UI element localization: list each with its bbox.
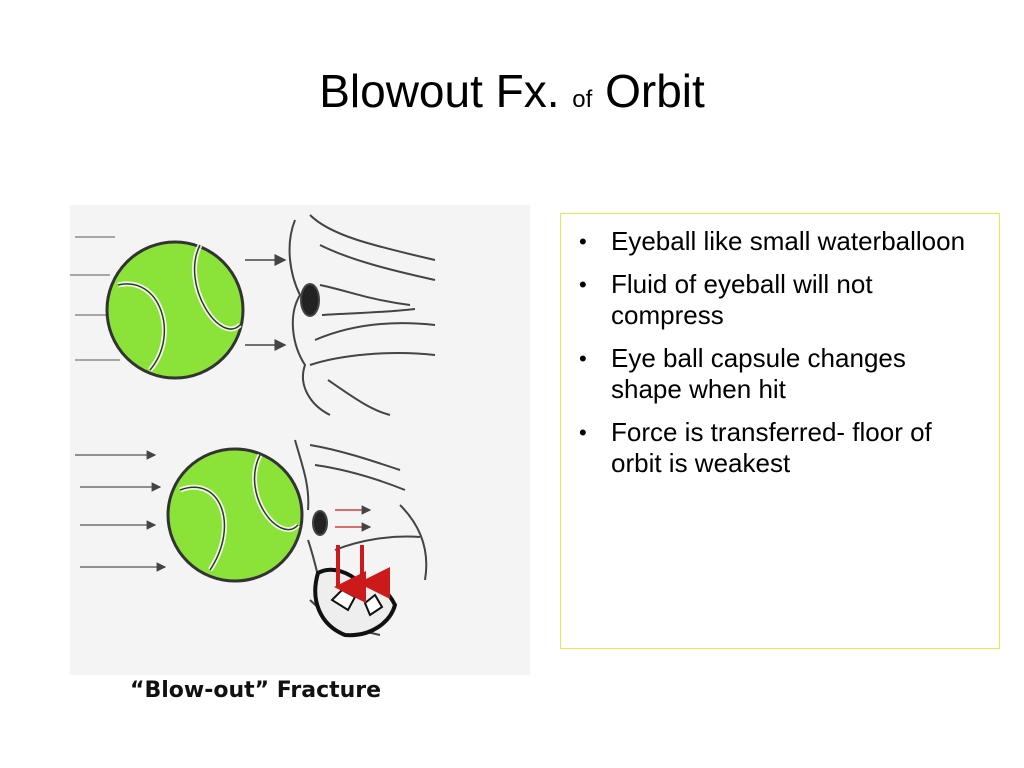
tennis-ball-bottom [166, 447, 304, 583]
illustration-svg: “Blow-out” Fracture [70, 205, 530, 703]
slide-title: Blowout Fx. of Orbit [0, 68, 1024, 114]
illustration-caption: “Blow-out” Fracture [130, 678, 381, 703]
bullet-text: Eyeball like small waterballoon [611, 226, 966, 256]
blowout-fracture-illustration: “Blow-out” Fracture [70, 205, 530, 720]
motion-lines-top [70, 236, 120, 361]
bullet-item: • Fluid of eyeball will not compress [571, 269, 981, 331]
orbit-anatomy-top [288, 214, 436, 416]
bullet-item: • Force is transferred- floor of orbit is… [571, 417, 981, 479]
title-main: Blowout Fx. [319, 65, 560, 117]
bullet-textbox: • Eyeball like small waterballoon • Fluid … [560, 213, 1000, 649]
bullet-text: Eye ball capsule changes shape when hit [611, 343, 906, 404]
bullet-dot-icon: • [579, 272, 587, 297]
bullet-item: • Eye ball capsule changes shape when hit [571, 343, 981, 405]
bullet-list: • Eyeball like small waterballoon • Fluid … [571, 226, 981, 479]
bullet-text: Force is transferred- floor of orbit is … [611, 417, 932, 478]
bullet-dot-icon: • [579, 420, 587, 445]
bottom-panel [75, 439, 428, 638]
bullet-dot-icon: • [579, 346, 587, 371]
motion-lines-bottom [75, 450, 167, 572]
bullet-text: Fluid of eyeball will not compress [611, 269, 873, 330]
title-connector: of [572, 86, 593, 113]
tennis-ball-top [105, 240, 245, 380]
title-end: Orbit [605, 65, 705, 117]
bullet-item: • Eyeball like small waterballoon [571, 226, 981, 257]
bullet-dot-icon: • [579, 229, 587, 254]
top-panel [70, 214, 436, 416]
